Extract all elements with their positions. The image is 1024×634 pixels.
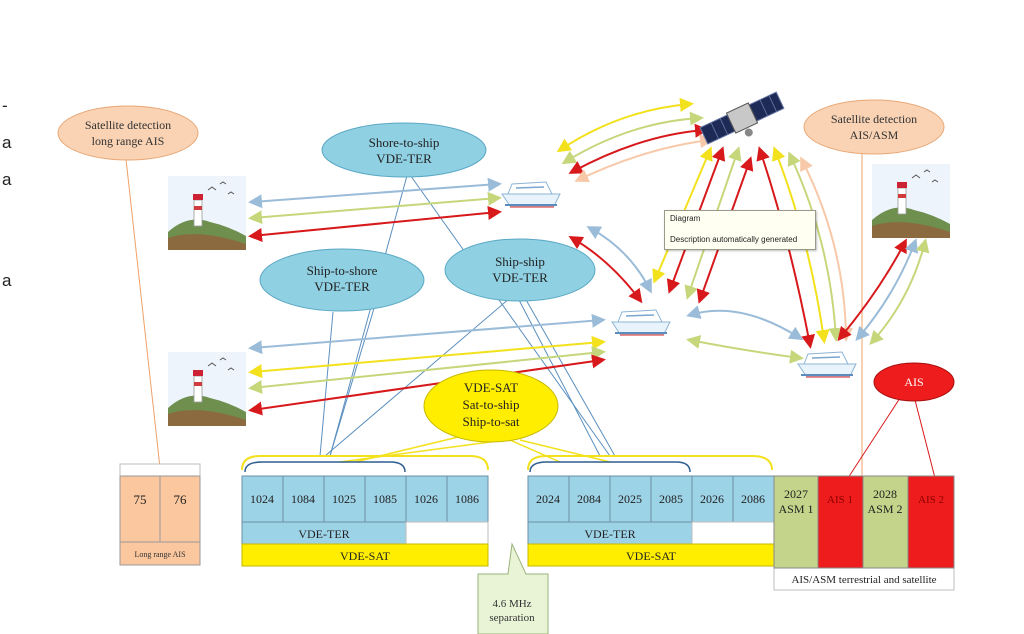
edge-text-1: -	[2, 96, 8, 115]
lighthouse-icon-top-left	[167, 175, 247, 251]
svg-text:Satellite detection: Satellite detection	[85, 118, 171, 132]
svg-text:1026: 1026	[414, 492, 438, 506]
svg-text:2024: 2024	[536, 492, 560, 506]
svg-text:2086: 2086	[741, 492, 765, 506]
svg-text:4.6 MHz: 4.6 MHz	[492, 598, 531, 610]
svg-text:AIS 2: AIS 2	[918, 494, 944, 506]
bubble-sat-right: Satellite detection AIS/ASM	[803, 99, 945, 155]
satellite-icon	[699, 91, 785, 145]
svg-text:1084: 1084	[291, 492, 315, 506]
svg-text:AIS: AIS	[904, 375, 923, 389]
svg-text:Satellite detection: Satellite detection	[831, 112, 917, 126]
svg-text:2025: 2025	[618, 492, 642, 506]
svg-text:1025: 1025	[332, 492, 356, 506]
svg-text:VDE-TER: VDE-TER	[492, 270, 548, 285]
svg-text:AIS 1: AIS 1	[827, 494, 853, 506]
line-left-sat-to-spectrum	[124, 149, 161, 469]
svg-text:VDE-TER: VDE-TER	[584, 527, 635, 541]
image-tooltip: Diagram Description automatically genera…	[664, 210, 816, 250]
edge-text-4: a	[2, 271, 12, 290]
channel-75: 75	[134, 492, 147, 507]
bubble-sat-left: Satellite detection long range AIS	[57, 105, 199, 161]
svg-text:Sat-to-ship: Sat-to-ship	[462, 397, 519, 412]
bubble-shore-to-ship: Shore-to-ship VDE-TER	[321, 122, 487, 178]
ship-icon-right	[797, 351, 857, 378]
ais-asm-block: 2027 ASM 1 AIS 1 2028 ASM 2 AIS 2 AIS/AS…	[773, 475, 955, 591]
svg-text:long range AIS: long range AIS	[92, 134, 165, 148]
edge-text-2: a	[2, 133, 12, 152]
svg-text:2028: 2028	[873, 487, 897, 501]
bubble-ship-ship: Ship-ship VDE-TER	[444, 238, 596, 302]
svg-text:Shore-to-ship: Shore-to-ship	[369, 135, 440, 150]
svg-text:2026: 2026	[700, 492, 724, 506]
line-ais-2	[914, 399, 936, 479]
svg-text:ASM 1: ASM 1	[778, 502, 813, 516]
separation-callout: 4.6 MHz separation	[477, 542, 549, 634]
svg-text:VDE-TER: VDE-TER	[376, 151, 432, 166]
tooltip-title: Diagram	[670, 214, 701, 223]
svg-text:Ship-to-shore: Ship-to-shore	[307, 263, 378, 278]
bubble-ais: AIS	[873, 362, 955, 402]
bubble-vde-sat: VDE-SAT Sat-to-ship Ship-to-sat	[423, 369, 559, 443]
channel-group-2: 2024 2084 2025 2085 2026 2086 VDE-TER VD…	[527, 475, 775, 567]
svg-text:1086: 1086	[455, 492, 479, 506]
ship-icon-middle	[611, 309, 671, 336]
line-ais-1	[847, 397, 901, 479]
lighthouse-icon-right	[871, 163, 951, 239]
svg-text:2084: 2084	[577, 492, 601, 506]
svg-text:AIS/ASM terrestrial and satell: AIS/ASM terrestrial and satellite	[791, 574, 936, 586]
svg-text:VDE-SAT: VDE-SAT	[340, 549, 391, 563]
bubble-ship-to-shore: Ship-to-shore VDE-TER	[259, 248, 425, 312]
svg-text:ASM 2: ASM 2	[867, 502, 902, 516]
svg-text:Ship-to-sat: Ship-to-sat	[462, 414, 519, 429]
svg-text:VDE-SAT: VDE-SAT	[626, 549, 677, 563]
ship-icon-top	[501, 181, 561, 208]
svg-text:Ship-ship: Ship-ship	[495, 254, 545, 269]
svg-text:separation: separation	[489, 612, 535, 624]
svg-text:VDE-TER: VDE-TER	[298, 527, 349, 541]
edge-text-3: a	[2, 170, 12, 189]
tooltip-caption: Description automatically generated	[670, 235, 798, 244]
long-range-label: Long range AIS	[134, 550, 185, 559]
svg-text:2027: 2027	[784, 487, 808, 501]
svg-text:1085: 1085	[373, 492, 397, 506]
svg-text:AIS/ASM: AIS/ASM	[850, 128, 899, 142]
svg-text:VDE-SAT: VDE-SAT	[464, 380, 518, 395]
channel-76: 76	[174, 492, 188, 507]
long-range-ais-block: 75 76 Long range AIS	[119, 463, 201, 566]
channel-group-1: 1024 1084 1025 1085 1026 1086 VDE-TER VD…	[241, 475, 489, 567]
svg-text:1024: 1024	[250, 492, 274, 506]
lighthouse-icon-bottom-left	[167, 351, 247, 427]
svg-text:2085: 2085	[659, 492, 683, 506]
svg-text:VDE-TER: VDE-TER	[314, 279, 370, 294]
